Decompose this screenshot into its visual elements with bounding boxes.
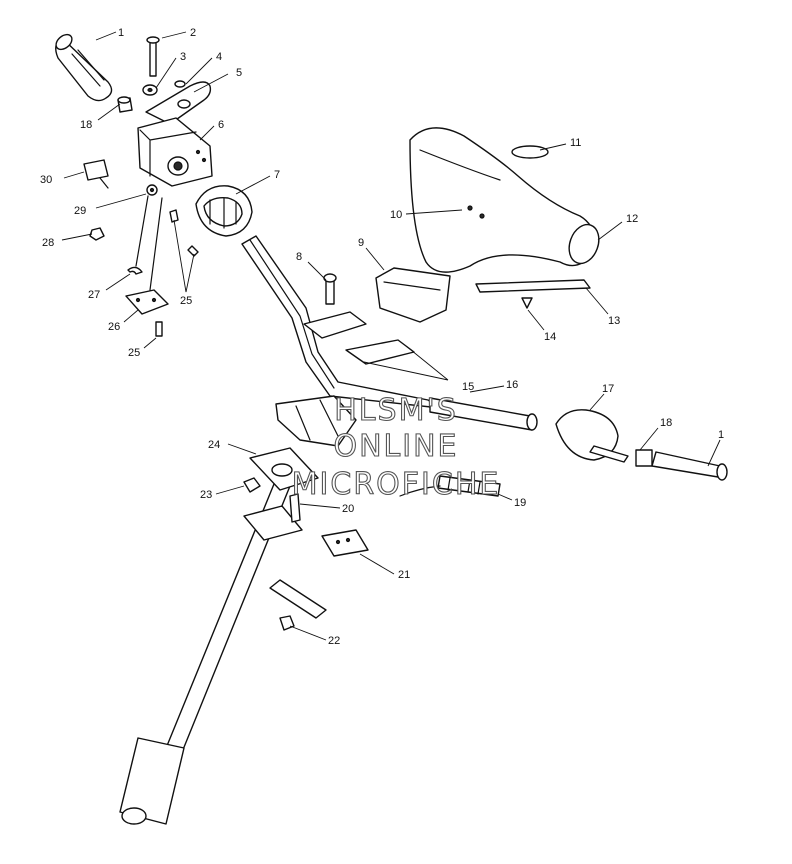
callout-trim: 13 (608, 315, 620, 327)
post-flange (249, 447, 319, 491)
switch-housing (195, 185, 253, 237)
pad-screw (521, 297, 533, 309)
handlebar-block (275, 395, 357, 447)
hex-nut (89, 227, 105, 241)
callout-bar-right: 16 (506, 379, 518, 391)
pad-bracket (375, 267, 451, 323)
callout-brake-control: 17 (602, 383, 614, 395)
callout-clip: 4 (216, 51, 222, 63)
callout-housing: 6 (218, 119, 224, 131)
lock-nut (279, 615, 295, 631)
leader-lines (61, 31, 721, 641)
callout-grip-left: 1 (118, 27, 124, 39)
brake-control (555, 409, 629, 463)
callout-hex-nut: 28 (42, 237, 54, 249)
bushing-left (117, 96, 133, 113)
spacer-tube (269, 579, 327, 619)
callout-pad-screw: 14 (544, 331, 556, 343)
callout-screws-lower: 25 (128, 347, 140, 359)
throttle-lever (145, 81, 212, 125)
callout-grip-right: 1 (718, 429, 724, 441)
throttle-housing (137, 117, 213, 187)
callout-retainer-clip: 27 (88, 289, 100, 301)
callout-flange-nut: 23 (200, 489, 212, 501)
retainer-clip (127, 266, 143, 275)
pad-trim (475, 279, 591, 293)
callout-numbers: 1 2 3 4 5 18 6 30 7 29 28 27 25 26 25 8 … (40, 27, 724, 647)
callout-pin: 2 (190, 27, 196, 39)
watermark-line-3: MICROFICHE (292, 467, 501, 502)
pad-emblem (511, 145, 549, 159)
callout-plate: 26 (108, 321, 120, 333)
callout-adjuster: 30 (40, 174, 52, 186)
mounting-plate (125, 289, 169, 315)
callout-switch-housing: 7 (274, 169, 280, 181)
callout-screws-upper: 25 (180, 295, 192, 307)
watermark: HLSM'S ONLINE MICROFICHE (291, 392, 501, 502)
flange-bolt (289, 493, 301, 523)
callout-clamp-bolt: 8 (296, 251, 302, 263)
clamp-bolt (323, 273, 337, 305)
callout-post-flange: 24 (208, 439, 220, 451)
lower-flange (243, 505, 303, 541)
screws (155, 209, 199, 337)
callout-lever: 5 (236, 67, 242, 79)
flange-nut (243, 477, 261, 493)
callout-pivot-washer: 29 (74, 205, 86, 217)
steering-post (119, 483, 291, 825)
upper-clamps (303, 311, 415, 365)
grip-left (55, 33, 113, 102)
callout-pad: 12 (626, 213, 638, 225)
support-plate (321, 529, 369, 557)
clip (174, 80, 186, 88)
handlebar-right-tube (429, 397, 538, 431)
callout-flange-bolt: 20 (342, 503, 354, 515)
bushing-right (635, 449, 653, 467)
callout-washer: 3 (180, 51, 186, 63)
callout-heater: 19 (514, 497, 526, 509)
watermark-line-2: ONLINE (333, 429, 458, 464)
handlebar (241, 235, 441, 409)
callout-pad-screws: 10 (390, 209, 402, 221)
washer (142, 84, 158, 96)
grip-right (651, 451, 728, 481)
callout-bushing-left: 18 (80, 119, 92, 131)
adjuster-knob (83, 159, 109, 189)
callout-clamps: 15 (462, 381, 474, 393)
cable-guide (135, 195, 163, 291)
callout-pad-bracket: 9 (358, 237, 364, 249)
callout-lock-nut: 22 (328, 635, 340, 647)
watermark-line-1: HLSM'S (334, 393, 458, 428)
pin (146, 36, 160, 77)
callout-emblem: 11 (570, 137, 581, 149)
pivot-washer (146, 184, 158, 196)
callout-support-plate: 21 (398, 569, 410, 581)
handlebar-pad (409, 127, 600, 273)
callout-bushing-right: 18 (660, 417, 672, 429)
heater-element (399, 475, 501, 497)
